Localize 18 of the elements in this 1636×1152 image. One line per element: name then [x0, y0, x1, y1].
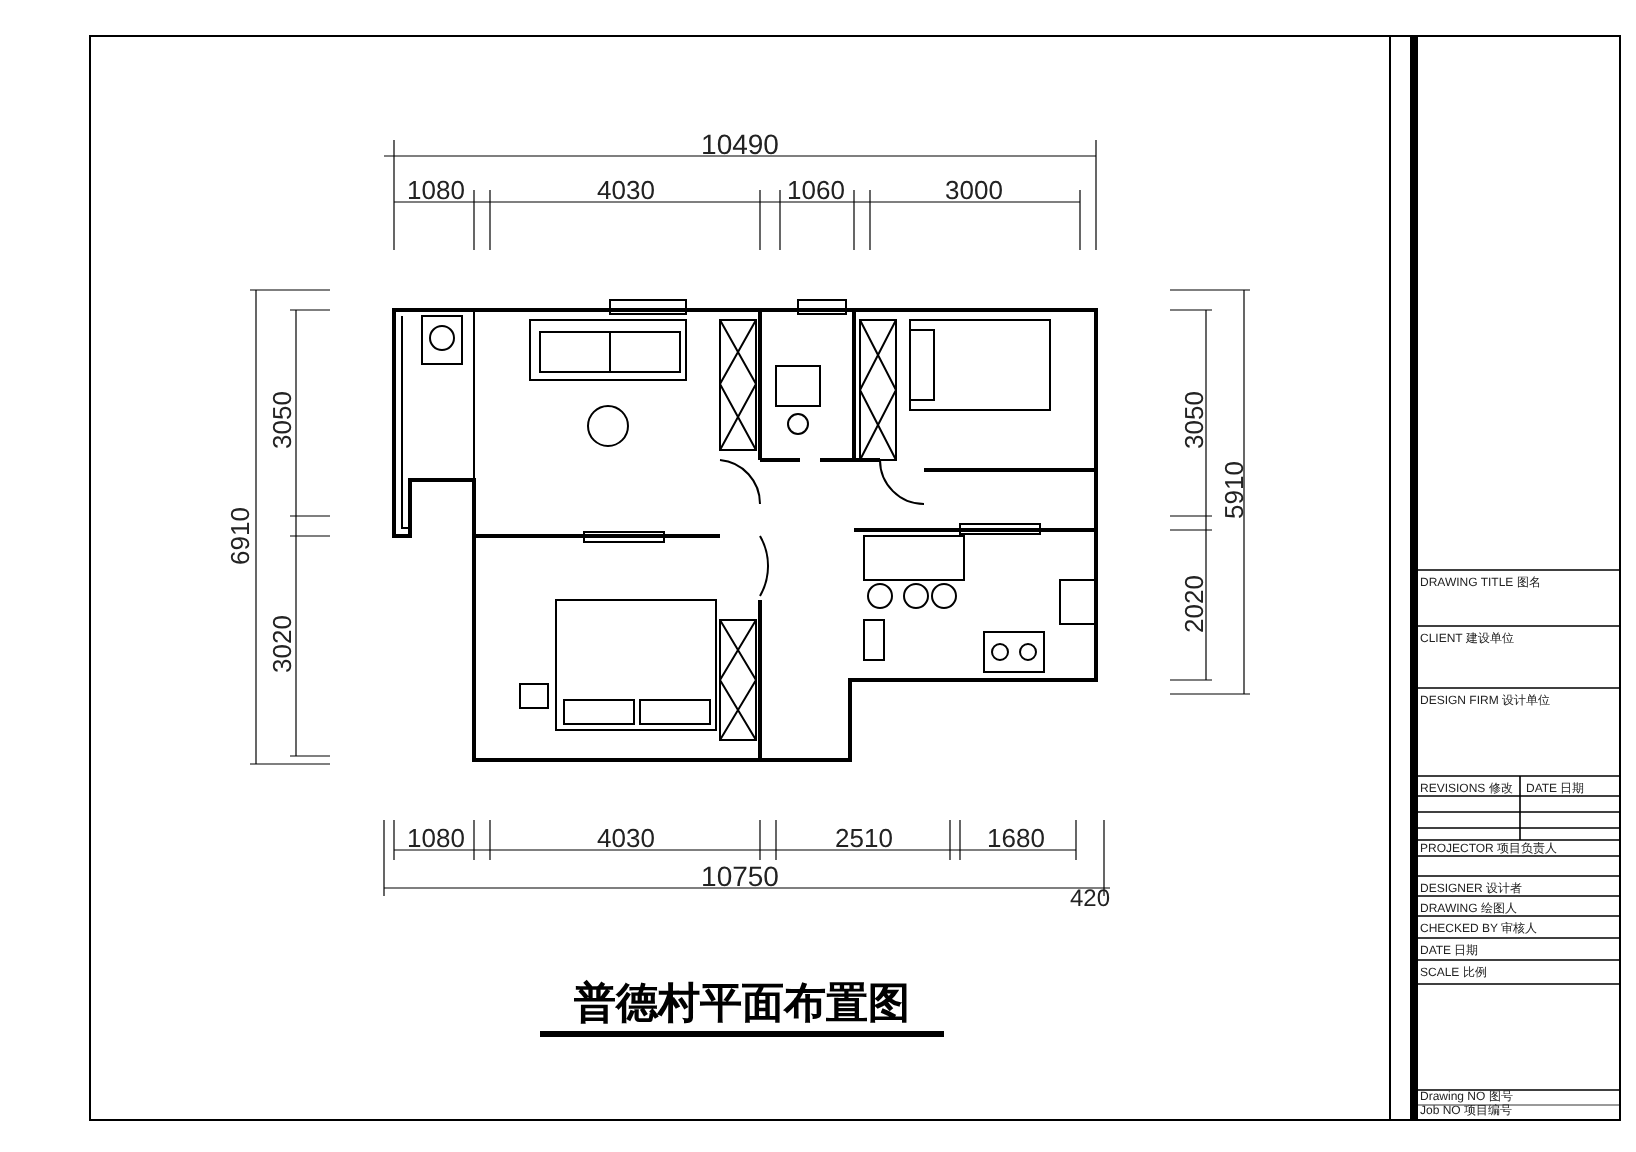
dimension-text: 6910 [227, 507, 253, 565]
dimension-text: 1060 [787, 177, 845, 203]
dimension-text: 420 [1069, 886, 1111, 910]
dimension-text: 4030 [597, 177, 655, 203]
dimension-text: 4030 [597, 825, 655, 851]
dimension-text: 3050 [269, 391, 295, 449]
dimension-text: 2510 [835, 825, 893, 851]
dimension-text: 3000 [945, 177, 1003, 203]
dimension-text: 1080 [407, 177, 465, 203]
drawing-title: 普德村平面布置图 [574, 983, 910, 1025]
dimension-text: 3050 [1181, 391, 1207, 449]
dimension-text: 5910 [1221, 461, 1247, 519]
dimension-text: 1680 [987, 825, 1045, 851]
dimension-text: 10750 [701, 862, 779, 890]
dimension-text: 3020 [269, 615, 295, 673]
dimension-text: 10490 [701, 130, 779, 158]
dimension-text: 2020 [1181, 575, 1207, 633]
dimension-text: 1080 [407, 825, 465, 851]
